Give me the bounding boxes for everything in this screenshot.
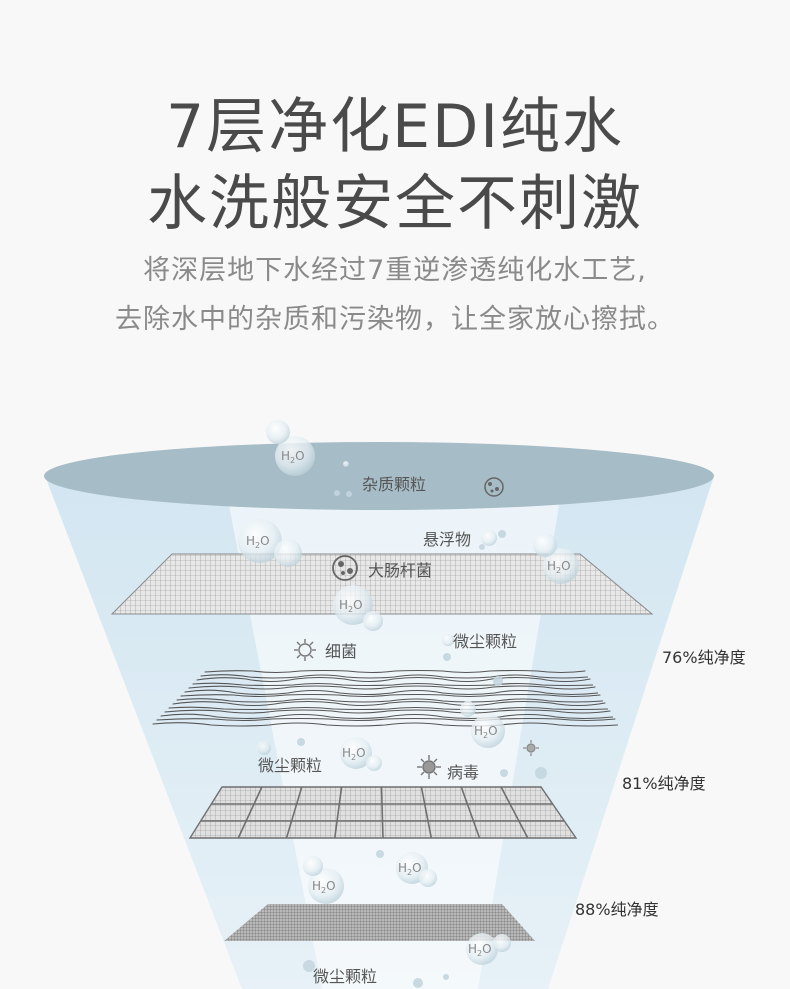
bubble — [257, 741, 271, 755]
h2o-bubble: H2O — [471, 714, 505, 748]
label-bacteria: 细菌 — [325, 642, 357, 661]
h2o-label: H2O — [312, 879, 336, 895]
bubble — [442, 634, 454, 646]
h2o-bubble: H2O — [333, 585, 373, 625]
label-impurity-particles: 杂质颗粒 — [362, 475, 426, 494]
grid-divider — [500, 786, 529, 839]
ecoli-icon — [332, 555, 358, 581]
fiber-strand — [192, 682, 594, 687]
fiber-strand — [156, 717, 616, 722]
label-e-coli: 大肠杆菌 — [368, 561, 432, 580]
bubble — [343, 461, 349, 467]
purity-label: 88%纯净度 — [575, 900, 659, 919]
h2o-label: H2O — [339, 598, 363, 614]
fiber-strand — [184, 689, 599, 696]
fiber-strand — [164, 709, 611, 714]
grid-divider — [460, 786, 481, 839]
description-line-1: 将深层地下水经过7重逆渗透纯化水工艺, — [143, 255, 647, 286]
bubble — [303, 856, 323, 876]
filter-layer-mesh — [110, 553, 654, 615]
bubble — [493, 934, 511, 952]
fiber-strand — [200, 674, 589, 679]
h2o-label: H2O — [474, 724, 498, 740]
filter-layer-grid — [188, 786, 578, 839]
fiber-strand — [168, 706, 609, 711]
bubble — [274, 539, 302, 567]
fiber-strand — [180, 693, 601, 698]
h2o-bubble: H2O — [308, 868, 344, 904]
h2o-label: H2O — [246, 534, 270, 550]
bubble — [363, 611, 383, 631]
heading-line-1: 7层净化EDI纯水 — [166, 92, 624, 162]
purity-label: 81%纯净度 — [622, 774, 706, 793]
purity-labels: 76%纯净度 81%纯净度 88%纯净度 — [575, 648, 746, 919]
h2o-label: H2O — [342, 746, 366, 762]
bacteria-icon — [294, 639, 316, 661]
label-suspended-matter: 悬浮物 — [423, 530, 471, 549]
contaminant-labels: 杂质颗粒 悬浮物 大肠杆菌 细菌 微尘颗粒 微尘颗粒 病毒 微尘颗粒 — [258, 475, 517, 986]
fiber-strand — [176, 698, 604, 703]
bubble — [460, 701, 476, 717]
bubble — [533, 533, 557, 557]
filter-layer-fiber — [152, 669, 619, 727]
label-virus: 病毒 — [447, 763, 479, 782]
filter-layer-membrane — [224, 904, 535, 941]
h2o-bubble: H2O — [543, 548, 579, 584]
fiber-strand — [196, 676, 591, 683]
description-line-2: 去除水中的杂质和污染物，让全家放心擦拭。 — [115, 304, 675, 335]
virus-icon-small — [523, 740, 539, 756]
grid-divider — [334, 786, 343, 839]
virus-icon — [417, 755, 441, 779]
grid-divider — [380, 786, 384, 839]
h2o-bubble: H2O — [238, 519, 282, 563]
h2o-bubble: H2O — [275, 436, 315, 476]
bubble — [266, 420, 290, 444]
h2o-bubble: H2O — [466, 933, 498, 965]
fiber-strand — [172, 700, 606, 707]
bubble — [481, 530, 497, 546]
fiber-strand — [188, 685, 596, 690]
fiber-strand — [204, 669, 586, 674]
impurity-icon — [484, 477, 504, 497]
h2o-label: H2O — [468, 942, 492, 958]
purity-label: 76%纯净度 — [662, 648, 746, 667]
funnel-top — [44, 442, 714, 510]
h2o-label: H2O — [398, 861, 422, 877]
bubble — [366, 755, 382, 771]
label-dust-particles: 微尘颗粒 — [313, 967, 377, 986]
fiber-strand — [160, 713, 614, 720]
water-bubbles: H2O H2O H2O H2O H2O H2O H2O H2O H2O — [238, 420, 579, 965]
h2o-label: H2O — [547, 559, 571, 575]
label-dust-particles: 微尘颗粒 — [453, 632, 517, 651]
heading-line-2: 水洗般安全不刺激 — [147, 169, 643, 239]
grid-divider — [237, 786, 263, 839]
grid-divider — [420, 786, 433, 839]
microbe-icons — [294, 477, 539, 779]
label-dust-particles: 微尘颗粒 — [258, 756, 322, 775]
fiber-strand — [152, 722, 619, 727]
h2o-label: H2O — [281, 449, 305, 465]
h2o-bubble: H2O — [340, 737, 372, 769]
grid-divider — [285, 786, 303, 839]
bubble — [419, 869, 437, 887]
